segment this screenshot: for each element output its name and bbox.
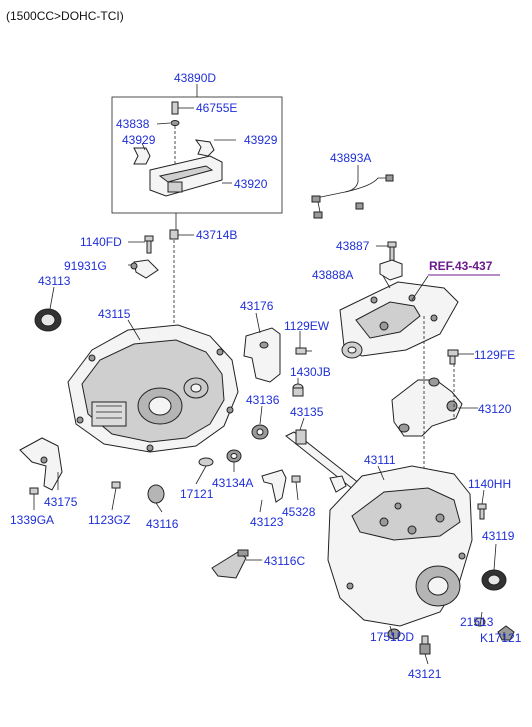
label-43123: 43123 (250, 515, 284, 529)
label-43888A: 43888A (312, 268, 353, 282)
label-17121: 17121 (180, 487, 214, 501)
label-43929-right: 43929 (244, 133, 278, 147)
bracket-43120 (391, 377, 478, 437)
gasket-43123 (259, 469, 287, 513)
label-1140FD: 1140FD (80, 235, 122, 249)
label-1140HH: 1140HH (468, 477, 511, 491)
label-1129FE: 1129FE (474, 348, 515, 362)
label-43136: 43136 (246, 393, 280, 407)
plug-K17121 (497, 625, 515, 641)
plug-21513 (474, 611, 486, 627)
label-1129EW: 1129EW (284, 319, 330, 333)
transmission-case-43111 (327, 465, 473, 627)
bolt-1140FD (128, 235, 154, 254)
label-1123GZ: 1123GZ (88, 513, 130, 527)
label-43113: 43113 (38, 274, 71, 288)
label-43111: 43111 (364, 453, 396, 467)
label-43135: 43135 (290, 405, 324, 419)
seal-43136 (251, 405, 269, 440)
reference-callout (411, 274, 500, 301)
gasket-1751DD (387, 625, 401, 640)
engine-spec-header: (1500CC>DOHC-TCI) (6, 9, 124, 23)
label-43116: 43116 (146, 517, 179, 531)
bracket-91931G (128, 259, 159, 279)
label-43175: 43175 (44, 495, 78, 509)
bolt-1129EW (295, 331, 312, 355)
bolt-1129FE (447, 349, 474, 365)
pin-43714B (169, 229, 194, 340)
label-45328: 45328 (282, 505, 316, 519)
label-43887: 43887 (336, 239, 370, 253)
clutch-housing-43115 (67, 319, 239, 453)
oil-seal-43119 (481, 543, 507, 591)
sensor-43116C (211, 549, 262, 579)
bolt-1140HH (477, 489, 487, 520)
label-43920: 43920 (234, 177, 268, 191)
label-43176: 43176 (240, 299, 274, 313)
label-43115: 43115 (98, 307, 131, 321)
label-1430JB: 1430JB (290, 365, 331, 379)
label-43893A: 43893A (330, 151, 371, 165)
bushing-1430JB (292, 378, 304, 397)
drain-plug-43121 (419, 635, 431, 665)
shift-lever-assembly (111, 84, 283, 230)
label-43890D: 43890D (174, 71, 216, 85)
label-43119: 43119 (482, 529, 515, 543)
label-K17121: K17121 (480, 631, 522, 645)
label-43929-left: 43929 (122, 133, 156, 147)
bracket-43175 (19, 437, 63, 491)
seal-43134A (226, 449, 242, 472)
label-43116C: 43116C (264, 554, 305, 568)
label-43838: 43838 (116, 117, 150, 131)
reference-link[interactable]: REF.43-437 (429, 259, 493, 273)
cover-43116 (147, 484, 165, 513)
bolt-1123GZ (111, 481, 121, 511)
label-43714B: 43714B (196, 228, 237, 242)
shift-control-housing-43888A (339, 273, 459, 359)
label-46755E: 46755E (196, 101, 237, 115)
bolt-45328 (291, 475, 301, 501)
bracket-43176 (243, 312, 281, 383)
wiring-harness-43893A (311, 165, 394, 219)
label-43121: 43121 (408, 667, 442, 681)
label-1339GA: 1339GA (10, 513, 54, 527)
label-43120: 43120 (478, 402, 512, 416)
oil-seal-43113 (34, 286, 62, 332)
label-1751DD: 1751DD (370, 630, 414, 644)
label-43134A: 43134A (212, 476, 253, 490)
bolt-1339GA (29, 487, 39, 510)
label-91931G: 91931G (64, 259, 107, 273)
plug-17121 (195, 457, 214, 485)
label-21513: 21513 (460, 615, 494, 629)
bolt-43887 (376, 241, 403, 281)
